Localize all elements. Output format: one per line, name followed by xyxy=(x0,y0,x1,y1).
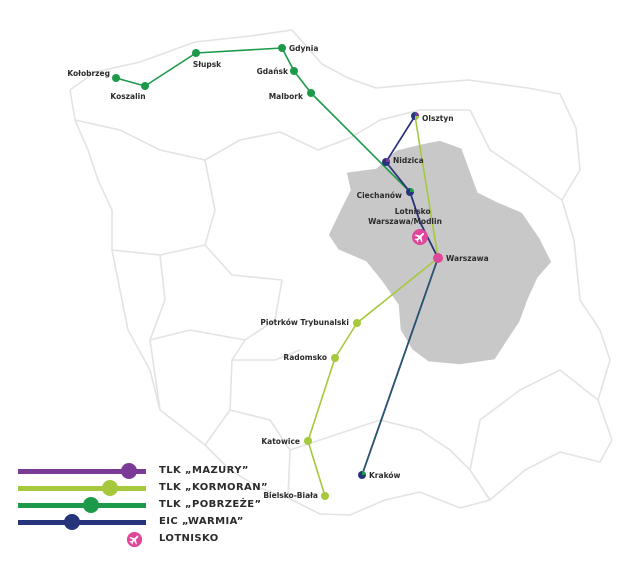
legend-dot-warmia xyxy=(64,514,80,530)
legend: TLK „MAZURY” TLK „KORMORAN” TLK „POBRZEŻ… xyxy=(16,463,276,548)
label-piotrkow: Piotrków Trybunalski xyxy=(260,318,349,327)
label-lotnisko-line1: Lotnisko xyxy=(395,207,431,216)
label-krakow: Kraków xyxy=(369,471,401,480)
legend-item-airport: LOTNISKO xyxy=(16,531,276,548)
stations xyxy=(112,44,443,500)
legend-dot-kormoran xyxy=(102,480,118,496)
legend-dot-mazury xyxy=(121,463,137,479)
airport-marker xyxy=(412,229,428,245)
legend-item-mazury: TLK „MAZURY” xyxy=(16,463,276,480)
station-warszawa xyxy=(433,253,443,263)
label-olsztyn: Olsztyn xyxy=(422,114,454,123)
station-kolobrzeg xyxy=(112,74,120,82)
station-piotrkow xyxy=(353,319,361,327)
legend-label-pobrzeze: TLK „POBRZEŻE” xyxy=(159,499,262,510)
poland-outline xyxy=(69,29,613,516)
legend-label-mazury: TLK „MAZURY” xyxy=(159,465,249,476)
label-slupsk: Słupsk xyxy=(193,60,222,69)
legend-item-kormoran: TLK „KORMORAN” xyxy=(16,480,276,497)
city-labels: Kołobrzeg Koszalin Słupsk Gdynia Gdańsk … xyxy=(67,44,488,500)
station-krakow xyxy=(358,471,366,479)
station-nidzica xyxy=(382,158,390,166)
station-malbork xyxy=(307,89,315,97)
label-nidzica: Nidzica xyxy=(393,156,424,165)
legend-line-pobrzeze xyxy=(18,503,146,508)
plane-icon xyxy=(126,531,143,548)
label-koszalin: Koszalin xyxy=(110,92,145,101)
station-gdynia xyxy=(278,44,286,52)
plane-icon xyxy=(414,232,425,243)
label-katowice: Katowice xyxy=(261,437,300,446)
label-ciechanow: Ciechanów xyxy=(357,191,402,200)
route-line-krakow-green-shade xyxy=(361,257,439,476)
label-lotnisko-line2: Warszawa/Modlin xyxy=(368,217,442,226)
legend-label-airport: LOTNISKO xyxy=(159,533,219,544)
label-radomsko: Radomsko xyxy=(283,353,327,362)
mazowieckie-region xyxy=(327,139,553,366)
station-slupsk xyxy=(192,49,200,57)
legend-item-pobrzeze: TLK „POBRZEŻE” xyxy=(16,497,276,514)
legend-item-warmia: EIC „WARMIA” xyxy=(16,514,276,531)
legend-line-warmia xyxy=(18,520,146,525)
label-warszawa: Warszawa xyxy=(446,254,489,263)
label-lotnisko: Lotnisko Warszawa/Modlin xyxy=(368,207,442,226)
route-line-kormoran xyxy=(307,115,439,497)
label-gdynia: Gdynia xyxy=(289,44,318,53)
legend-dot-pobrzeze xyxy=(83,497,99,513)
label-bielsko: Bielsko-Biała xyxy=(263,491,318,500)
legend-line-mazury xyxy=(18,469,146,474)
label-kolobrzeg: Kołobrzeg xyxy=(67,69,110,78)
station-katowice xyxy=(304,437,312,445)
station-ciechanow xyxy=(406,188,414,196)
legend-label-kormoran: TLK „KORMORAN” xyxy=(159,482,268,493)
station-olsztyn xyxy=(411,112,419,120)
station-gdansk xyxy=(290,67,298,75)
station-radomsko xyxy=(331,354,339,362)
station-bielsko xyxy=(321,492,329,500)
legend-line-kormoran xyxy=(18,486,146,491)
station-koszalin xyxy=(141,82,149,90)
label-gdansk: Gdańsk xyxy=(257,67,289,76)
voivodeship-borders xyxy=(69,29,613,516)
label-malbork: Malbork xyxy=(269,92,304,101)
legend-label-warmia: EIC „WARMIA” xyxy=(159,516,244,527)
